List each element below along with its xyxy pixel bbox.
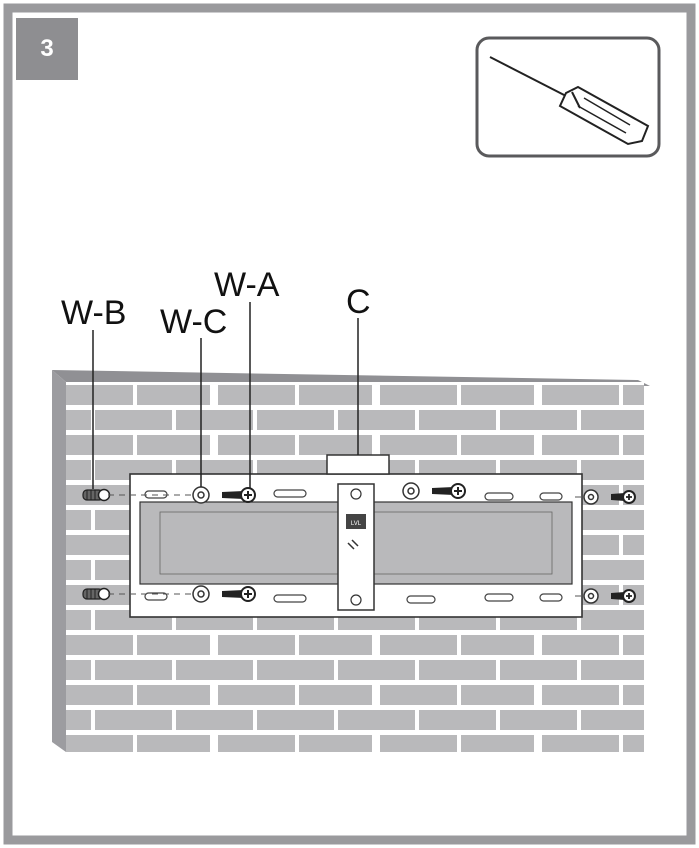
anchor-wb — [82, 488, 111, 601]
part-c-cap — [326, 454, 390, 475]
svg-text:LVL: LVL — [351, 521, 362, 527]
label-c: C — [346, 283, 371, 321]
label-wc: W-C — [160, 303, 228, 341]
screw-wa — [222, 483, 636, 603]
page-frame — [3, 3, 696, 845]
alignment-lines — [108, 494, 583, 597]
screwdriver-icon — [489, 56, 650, 146]
label-wb: W-B — [61, 294, 127, 332]
label-wa: W-A — [214, 266, 280, 304]
leader-lines — [92, 302, 359, 489]
step-number-badge: 3 — [16, 18, 78, 80]
tool-box — [475, 36, 661, 158]
